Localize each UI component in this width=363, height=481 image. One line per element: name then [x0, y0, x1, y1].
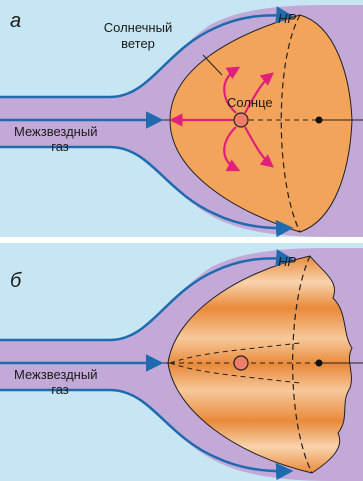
- gas-label-b-line2: газ: [51, 382, 69, 397]
- sun-label: Солнце: [227, 95, 273, 110]
- hp-label-a: HP: [278, 11, 296, 26]
- hp-label-b: HP: [278, 254, 296, 269]
- panel-b: б HP Межзвездный газ: [0, 243, 363, 481]
- gas-label-a-line2: газ: [51, 139, 69, 154]
- panel-a: а HP Солнечный ветер Солнце Межзвездный …: [0, 0, 363, 237]
- gas-label-a-line1: Межзвездный: [14, 124, 97, 139]
- far-point-a: [316, 117, 323, 124]
- sun-a: [234, 113, 248, 127]
- panel-letter-b: б: [10, 270, 22, 292]
- solar-wind-label-line1: Солнечный: [104, 20, 172, 35]
- panel-letter-a: а: [10, 10, 21, 32]
- far-point-b: [316, 360, 323, 367]
- gas-label-b-line1: Межзвездный: [14, 367, 97, 382]
- solar-wind-label-line2: ветер: [121, 36, 155, 51]
- sun-b: [234, 356, 248, 370]
